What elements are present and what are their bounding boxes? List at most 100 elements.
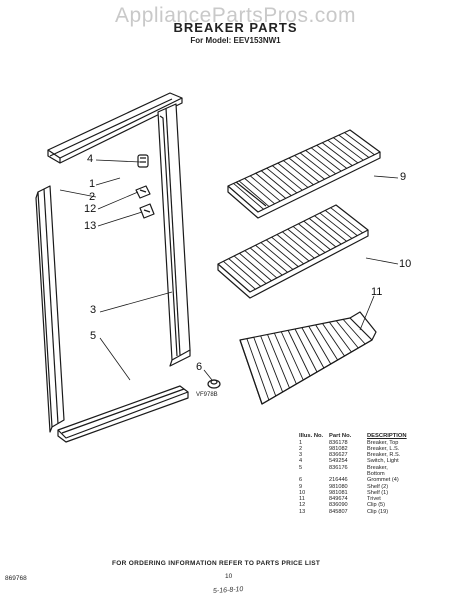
parts-cell-part: 549254: [329, 458, 348, 465]
leader-4: [95, 159, 141, 163]
shelf-10-wire: [303, 220, 337, 248]
clip-13: [139, 203, 155, 219]
parts-cell-desc: Breaker,: [367, 464, 388, 471]
parts-cell-part: 836178: [329, 439, 348, 446]
shelf-9-wire: [299, 152, 331, 177]
parts-cell-part: 845807: [329, 508, 348, 515]
header-part-no: Part No.: [329, 433, 352, 439]
shelf-10-wire: [319, 212, 353, 239]
shelf-9-wire: [338, 134, 370, 158]
shelf-9-wire: [321, 142, 353, 166]
leader-13: [97, 211, 143, 227]
trivet-11: [239, 311, 377, 405]
callout-9: 9: [400, 171, 407, 183]
parts-cell-no: 9: [299, 483, 303, 490]
leader-3: [99, 291, 173, 313]
trivet-11-wire: [301, 327, 325, 369]
trivet-11-wire: [329, 321, 352, 353]
trivet-11-wire: [267, 334, 290, 389]
parts-cell-no: 4: [299, 458, 303, 465]
callout-3: 3: [90, 304, 97, 316]
parts-cell-no: 13: [299, 508, 306, 515]
leader-11: [359, 295, 375, 331]
clip-12: [135, 185, 151, 199]
callout-4: 4: [87, 153, 94, 165]
shelf-10-wire: [255, 244, 288, 273]
shelf-10-wire: [314, 215, 347, 242]
parts-table-row: 13 845807 Clip (19): [297, 509, 467, 515]
shelf-9: [227, 129, 381, 219]
parts-cell-part: 216446: [329, 477, 348, 484]
parts-cell-part: 849674: [329, 496, 348, 503]
shelf-9-wire: [333, 137, 364, 161]
parts-cell-desc: Clip (5): [367, 502, 386, 509]
trivet-11-wire: [260, 335, 284, 393]
shelf-9-wire: [283, 160, 314, 186]
page-number: 10: [225, 573, 233, 580]
trivet-11-wire: [253, 337, 277, 397]
callout-1: 1: [89, 178, 96, 190]
shelf-10-wire: [244, 250, 278, 279]
parts-cell-desc: Grommet (4): [367, 477, 399, 484]
parts-cell-desc: Switch, Light: [367, 458, 399, 465]
leader-12: [97, 191, 139, 210]
parts-table-row: 6 216446 Grommet (4): [297, 477, 467, 483]
shelf-9-wire: [249, 175, 281, 202]
shelf-9-wire: [233, 183, 264, 210]
parts-cell-no: 3: [299, 452, 303, 459]
shelf-10-wire: [292, 226, 326, 253]
parts-cell-no: 1: [299, 439, 303, 446]
model-subtitle: For Model: EEV153NW1: [190, 36, 281, 45]
ordering-note: FOR ORDERING INFORMATION REFER TO PARTS …: [112, 560, 321, 567]
right-side-breaker: [157, 103, 191, 367]
leader-6: [203, 369, 213, 381]
shelf-10-wire: [287, 228, 321, 256]
trivet-11-wire: [294, 328, 318, 373]
bottom-breaker: [57, 385, 189, 443]
shelf-10-wire: [228, 258, 262, 287]
parts-cell-no: 5: [299, 464, 303, 471]
parts-cell-part: 981081: [329, 489, 348, 496]
parts-cell-part: 836627: [329, 452, 348, 459]
shelf-9-wire: [260, 170, 292, 196]
watermark: AppliancePartsPros.com: [115, 4, 356, 27]
callout-6: 6: [196, 361, 203, 373]
trivet-11-wire: [335, 320, 359, 349]
callout-11: 11: [371, 286, 383, 298]
left-side-breaker: [35, 185, 65, 433]
parts-cell-part: 836176: [329, 464, 348, 471]
leader-9: [373, 175, 399, 179]
parts-cell-part: 836090: [329, 502, 348, 509]
top-breaker: [47, 92, 183, 164]
leader-5: [99, 337, 131, 381]
shelf-9-wire: [310, 147, 342, 172]
shelf-9-wire: [272, 165, 303, 191]
parts-table-row: Bottom: [297, 471, 467, 477]
shelf-9-wire: [238, 180, 270, 207]
shelf-10-wire: [282, 231, 315, 259]
trivet-11-wire: [287, 330, 311, 377]
grommet: [207, 379, 221, 389]
parts-cell-desc: Clip (19): [367, 508, 389, 515]
trivet-11-wire: [342, 319, 366, 345]
parts-cell-desc: Shelf (1): [367, 489, 389, 496]
callout-10: 10: [399, 258, 412, 270]
callout-5: 5: [90, 330, 97, 342]
drawing-code: VF978B: [196, 392, 218, 398]
shelf-9-wire: [327, 139, 359, 164]
shelf-10-wire: [324, 210, 358, 236]
trivet-11-wire: [308, 326, 332, 365]
parts-cell-no: 12: [299, 502, 306, 509]
parts-cell-no: 6: [299, 477, 303, 484]
trivet-11-wire: [246, 338, 270, 401]
shelf-10-wire: [260, 242, 294, 270]
shelf-10-wire: [330, 207, 363, 234]
trivet-11-wire: [280, 331, 304, 381]
